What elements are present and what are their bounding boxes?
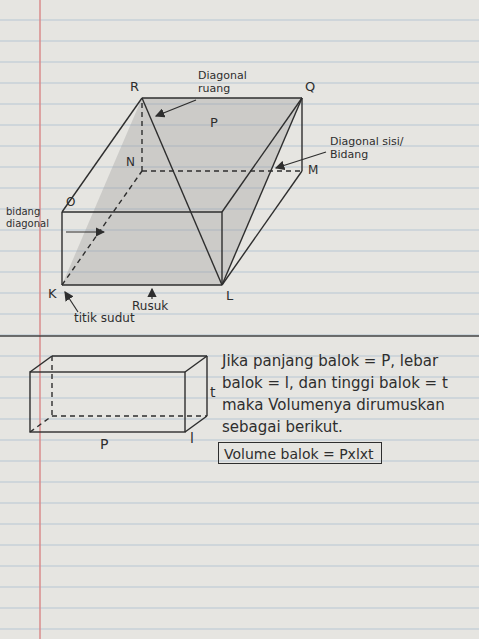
vertex-letter: Q [305, 80, 315, 95]
vertex-letter: N [126, 156, 135, 170]
dimension-label: t [210, 384, 216, 400]
dimension-label: l [190, 430, 194, 446]
callout-label: Diagonal sisi/ Bidang [330, 136, 430, 161]
callout-label: Rusuk [132, 300, 168, 314]
note-text: Jika panjang balok = P, lebar balok = l,… [222, 350, 472, 438]
vertex-letter: M [308, 164, 318, 178]
formula-text: Volume balok = Pxlxt [224, 446, 374, 462]
vertex-letter: R [130, 80, 139, 95]
diagonal-plane [62, 98, 302, 285]
vertex-letter: O [66, 196, 75, 210]
margin-line [39, 0, 41, 639]
cuboid-figure [62, 98, 302, 285]
separator-line [0, 335, 479, 336]
callout-label: titik sudut [74, 312, 135, 326]
vertex-letter: P [210, 116, 218, 131]
formula-box: Volume balok = Pxlxt [218, 442, 382, 464]
vertex-letter: L [226, 289, 233, 304]
leader-lines [65, 100, 326, 312]
callout-label: bidang diagonal [6, 206, 56, 229]
box-figure [30, 356, 207, 432]
vertex-letter: K [48, 287, 57, 302]
dimension-label: P [100, 436, 108, 452]
callout-label: Diagonal ruang [198, 70, 260, 95]
